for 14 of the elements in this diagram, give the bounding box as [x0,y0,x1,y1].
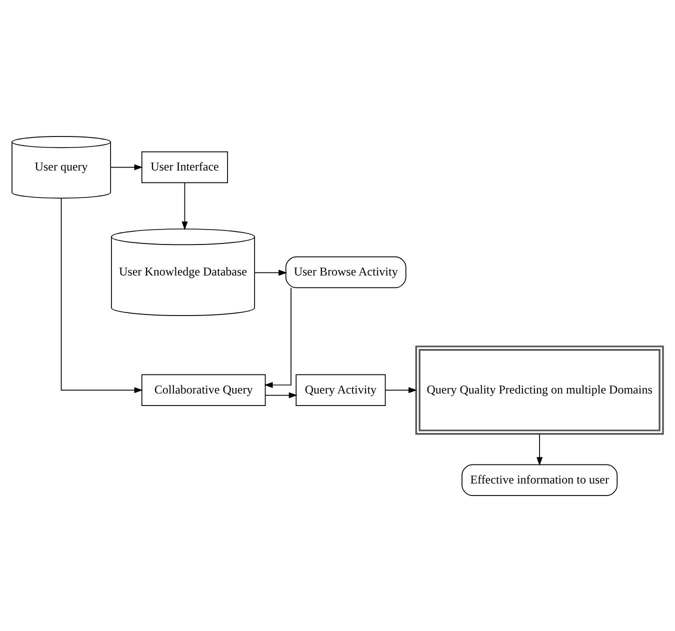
arrow [264,286,292,388]
node-box: User Browse Activity [285,256,406,288]
arrow [264,392,298,398]
arrow [60,197,143,393]
arrow [254,269,288,276]
arrow [182,182,188,230]
node-box: Collaborative Query [141,374,266,406]
node-box: User Interface [141,150,228,183]
node-box: Effective information to user [462,464,618,496]
arrow [384,386,418,393]
node-box: Query Quality Predicting on multiple Domains [415,345,664,434]
arrow [110,164,143,170]
arrow [536,433,543,466]
node-box: Query Activity [296,374,386,406]
